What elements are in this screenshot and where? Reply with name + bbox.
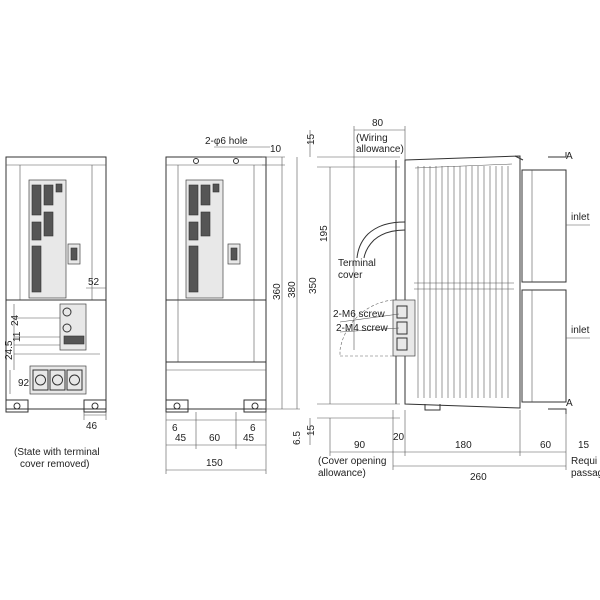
dim-380: 380 [287,281,298,298]
dim-15-side: 15 [306,424,317,436]
dim-6-right: 6 [250,423,256,434]
dim-350: 350 [308,277,319,294]
state-note-line2: cover removed) [20,459,89,470]
terminal-cover-line1: Terminal [338,258,376,269]
dim-6-left: 6 [172,423,178,434]
dim-150: 150 [206,458,223,469]
dim-15-right: 15 [578,440,590,451]
dim-10: 10 [270,144,282,155]
dim-60-side: 60 [540,440,552,451]
dim-195: 195 [319,225,330,242]
screw-m6-label: 2-M6 screw [333,309,385,320]
dim-45-right: 45 [243,433,255,444]
dim-52: 52 [88,277,100,288]
section-a-top: A [566,151,573,162]
dim-180: 180 [455,440,472,451]
side-view [309,126,590,470]
wiring-allowance-line1: (Wiring [356,133,388,144]
inlet-top-label: inlet [571,212,590,223]
required-passage-line1: Requi [571,456,597,467]
front-view-cover-removed [5,156,107,420]
section-a-bottom: A [566,398,573,409]
dim-11: 11 [12,331,23,342]
dim-20: 20 [393,432,405,443]
dim-24: 24 [10,314,21,326]
screw-m4-label: 2-M4 screw [336,323,388,334]
dim-90: 90 [354,440,366,451]
dim-24-5: 24.5 [4,340,15,360]
dim-46: 46 [86,421,98,432]
cover-opening-line2: allowance) [318,468,366,479]
dim-6-5: 6.5 [292,431,303,445]
terminal-cover-line2: cover [338,270,363,281]
required-passage-line2: passag [571,468,600,479]
dim-45-left: 45 [175,433,187,444]
front-view [165,146,300,474]
dim-15-top: 15 [306,133,317,145]
state-note-line1: (State with terminal [14,447,100,458]
dim-260: 260 [470,472,487,483]
dim-360: 360 [272,283,283,300]
dim-92: 92 [18,378,30,389]
cover-opening-line1: (Cover opening [318,456,386,467]
heatsink-fins [414,166,514,398]
inlet-bottom-label: inlet [571,325,590,336]
hole-label: 2-φ6 hole [205,136,248,147]
dim-60: 60 [209,433,221,444]
wiring-allowance-line2: allowance) [356,144,404,155]
dim-80: 80 [372,118,384,129]
